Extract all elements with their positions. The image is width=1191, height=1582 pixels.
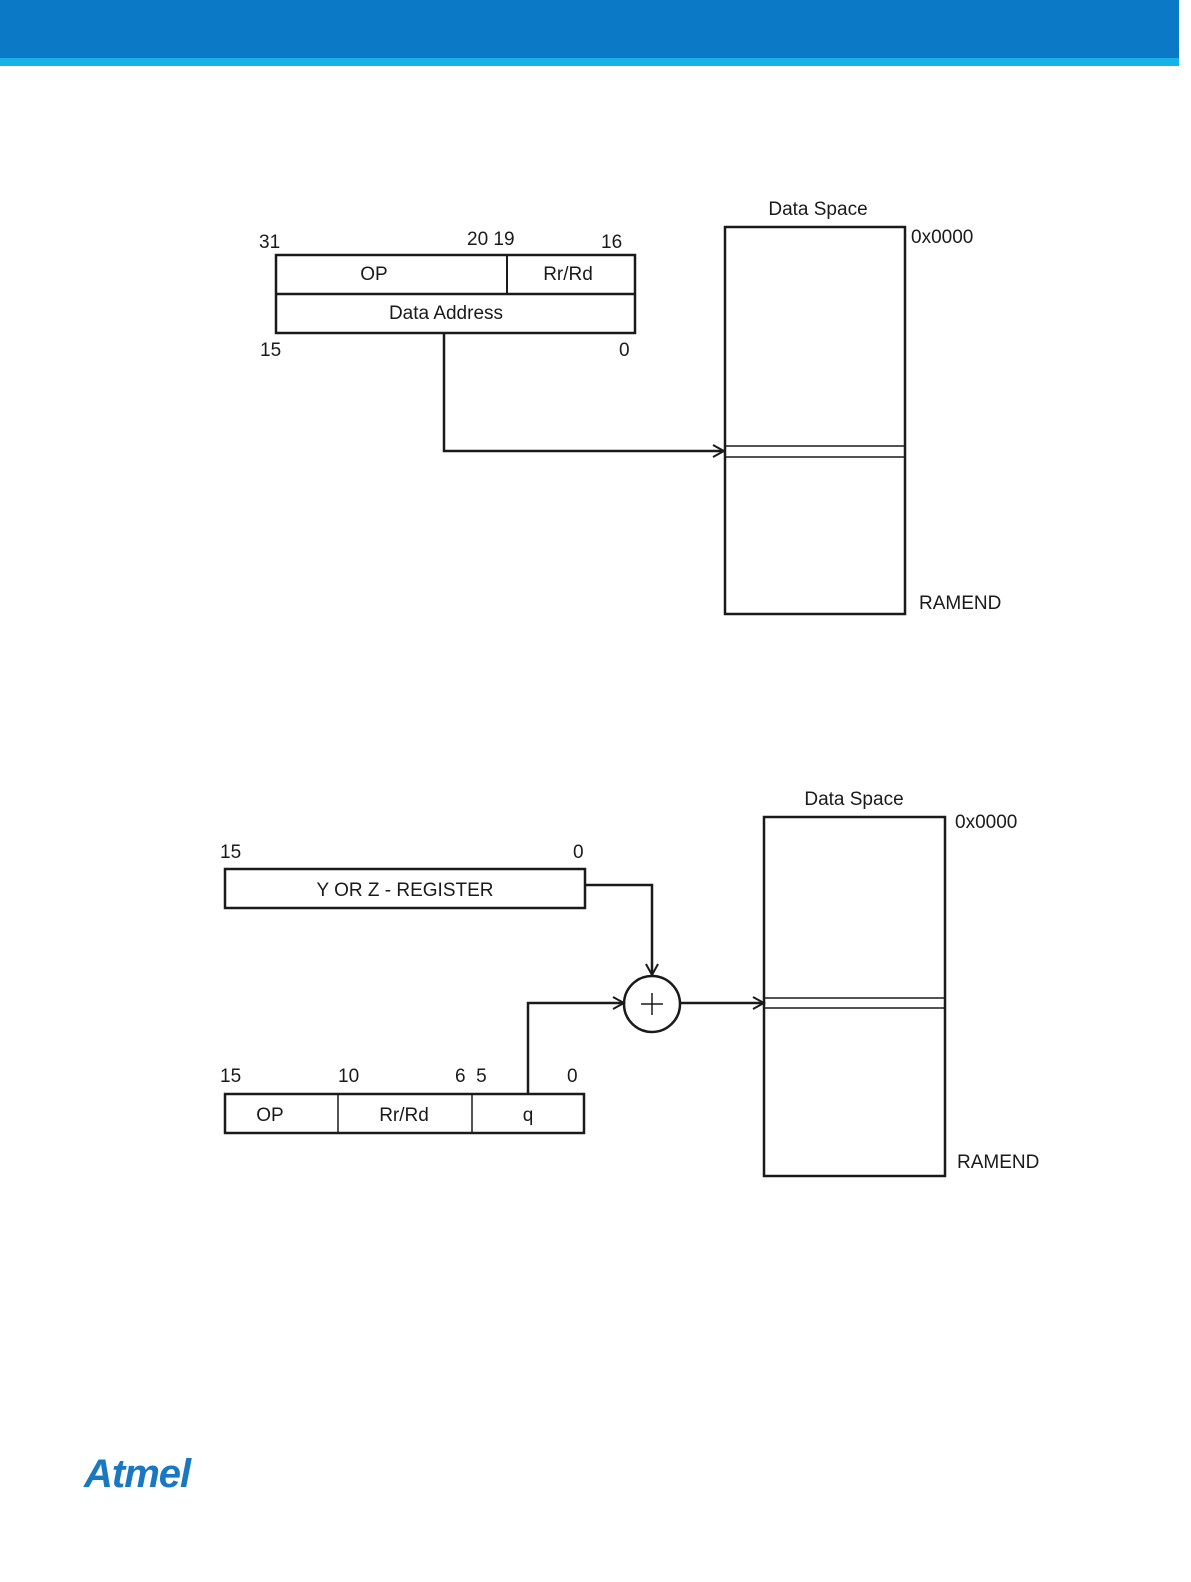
data-space-end-address: RAMEND xyxy=(957,1152,1039,1173)
data-space-title: Data Space xyxy=(768,199,867,220)
data-space-start-address: 0x0000 xyxy=(955,812,1017,833)
reg-bit-label-0: 0 xyxy=(573,842,584,863)
op-field: OP xyxy=(256,1105,283,1126)
data-space-start-address: 0x0000 xyxy=(911,227,973,248)
direct-addressing-diagram: 31 20 19 16 OP Rr/Rd Data Address 15 0 D… xyxy=(259,199,1001,614)
instr-bit-label-0: 0 xyxy=(567,1066,578,1087)
instr-bit-label-10: 10 xyxy=(338,1066,359,1087)
bit-label-31: 31 xyxy=(259,232,280,253)
q-field: q xyxy=(523,1105,534,1126)
pointer-register-label: Y OR Z - REGISTER xyxy=(316,880,493,901)
data-space-end-address: RAMEND xyxy=(919,593,1001,614)
instr-bit-label-15: 15 xyxy=(220,1066,241,1087)
bit-label-20-19: 20 19 xyxy=(467,229,515,250)
bit-label-16: 16 xyxy=(601,232,622,253)
register-to-adder-arrow xyxy=(585,885,652,975)
indirect-displacement-diagram: 15 0 Y OR Z - REGISTER 15 10 6 5 0 OP Rr… xyxy=(220,789,1039,1176)
rrrd-field: Rr/Rd xyxy=(543,264,593,285)
address-arrow xyxy=(444,333,724,451)
op-field: OP xyxy=(360,264,387,285)
data-space-title: Data Space xyxy=(804,789,903,810)
atmel-logo: Atmel xyxy=(84,1452,190,1497)
rrrd-field: Rr/Rd xyxy=(379,1105,429,1126)
data-space-box xyxy=(725,227,905,614)
bit-label-15: 15 xyxy=(260,340,281,361)
data-address-field: Data Address xyxy=(389,303,503,324)
bit-label-0: 0 xyxy=(619,340,630,361)
plus-circle-icon xyxy=(624,976,680,1032)
reg-bit-label-15: 15 xyxy=(220,842,241,863)
instr-bit-label-6-5: 6 5 xyxy=(455,1066,487,1087)
data-space-box xyxy=(764,817,945,1176)
